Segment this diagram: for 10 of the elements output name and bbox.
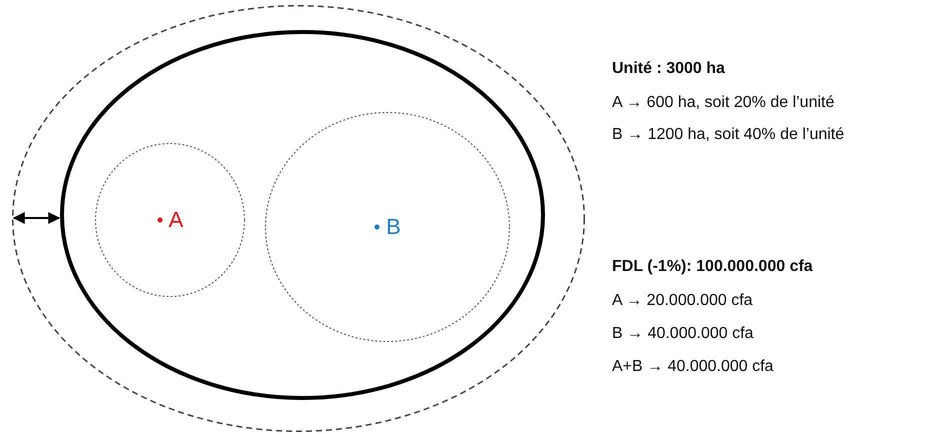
point-label: A [168, 207, 184, 233]
point-label: B [386, 214, 401, 240]
note-text: A+B → 40.000.000 cfa [612, 358, 774, 376]
heading-text: Unité : 3000 ha [612, 60, 725, 78]
note-text: A → 600 ha, soit 20% de l’unité [612, 94, 834, 112]
note-text: B → 1200 ha, soit 40% de l’unité [612, 126, 844, 144]
note-text: A → 20.000.000 cfa [612, 292, 753, 310]
note-text: B → 40.000.000 cfa [612, 325, 754, 343]
double-arrow [12, 212, 60, 224]
heading-text: FDL (-1%): 100.000.000 cfa [612, 258, 813, 276]
